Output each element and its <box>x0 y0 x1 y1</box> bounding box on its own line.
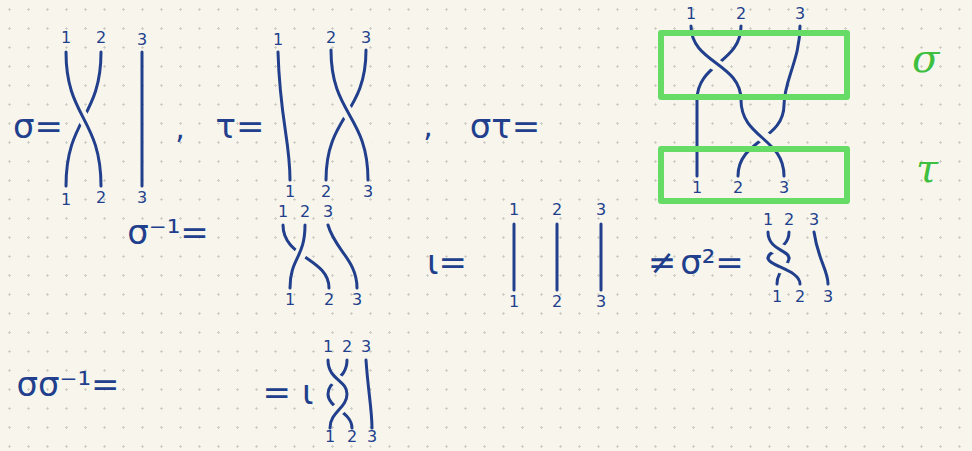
strand-number: 2 <box>300 204 310 220</box>
strand-number: 3 <box>361 30 371 46</box>
strand-number: 1 <box>285 292 295 308</box>
equation-symbol: σ= <box>13 109 63 143</box>
equation-symbol: σσ⁻¹= <box>16 367 119 401</box>
strand-number: 2 <box>795 289 805 305</box>
braid-bracket-box: σ <box>658 30 850 100</box>
equation-symbol: τ= <box>216 109 265 143</box>
strand-number: 3 <box>823 289 833 305</box>
braid-sigma-squared <box>768 232 828 284</box>
braid-identity <box>514 224 601 290</box>
strand-number: 2 <box>326 30 336 46</box>
strand-number: 3 <box>361 339 371 355</box>
equation-symbol: ι= <box>427 245 467 279</box>
equation-symbol: ≠ <box>648 245 677 279</box>
equation-symbol: , <box>423 111 433 141</box>
braid-name: τ <box>916 148 938 188</box>
strand-number: 2 <box>321 184 331 200</box>
strand-number: 1 <box>509 202 519 218</box>
strand-number: 2 <box>736 6 746 22</box>
equation-symbol: σ⁻¹= <box>127 215 209 249</box>
strand-number: 2 <box>784 212 794 228</box>
braid-sigma-inverse <box>283 225 357 288</box>
strand-number: 2 <box>96 30 106 46</box>
braid-name: σ <box>912 38 939 78</box>
strand-number: 3 <box>795 6 805 22</box>
braid-sigma <box>66 52 142 186</box>
strand-number: 1 <box>325 429 335 445</box>
strand-number: 3 <box>596 294 606 310</box>
strand-number: 3 <box>137 32 147 48</box>
equation-symbol: = ι <box>263 375 314 409</box>
strand-number: 1 <box>763 212 773 228</box>
strand-number: 2 <box>552 294 562 310</box>
strand-number: 1 <box>772 289 782 305</box>
strand-number: 1 <box>61 192 71 208</box>
strand-number: 2 <box>733 180 743 196</box>
strand-number: 1 <box>509 294 519 310</box>
strand-number: 3 <box>779 180 789 196</box>
strand-number: 3 <box>352 292 362 308</box>
strand-number: 2 <box>552 202 562 218</box>
strand-number: 1 <box>285 184 295 200</box>
strand-number: 3 <box>367 429 377 445</box>
strand-number: 1 <box>61 30 71 46</box>
strand-number: 3 <box>809 212 819 228</box>
strand-number: 3 <box>596 202 606 218</box>
equation-symbol: στ= <box>470 109 541 143</box>
braid-sigma-sigma-inverse <box>328 360 372 428</box>
strand-number: 1 <box>323 339 333 355</box>
braid-bracket-box: τ <box>658 146 850 204</box>
equation-symbol: , <box>175 113 185 143</box>
strand-number: 2 <box>96 190 106 206</box>
strand-number: 2 <box>342 339 352 355</box>
strand-number: 1 <box>278 204 288 220</box>
braid-tau <box>278 50 368 180</box>
strand-number: 3 <box>323 204 333 220</box>
strand-number: 3 <box>363 184 373 200</box>
strand-number: 3 <box>137 190 147 206</box>
equation-symbol: σ²= <box>680 245 744 279</box>
strand-number: 2 <box>324 292 334 308</box>
strand-number: 1 <box>686 6 696 22</box>
strand-number: 1 <box>273 32 283 48</box>
strand-number: 2 <box>347 429 357 445</box>
strand-number: 1 <box>692 180 702 196</box>
braid-sigma-tau <box>691 26 800 176</box>
